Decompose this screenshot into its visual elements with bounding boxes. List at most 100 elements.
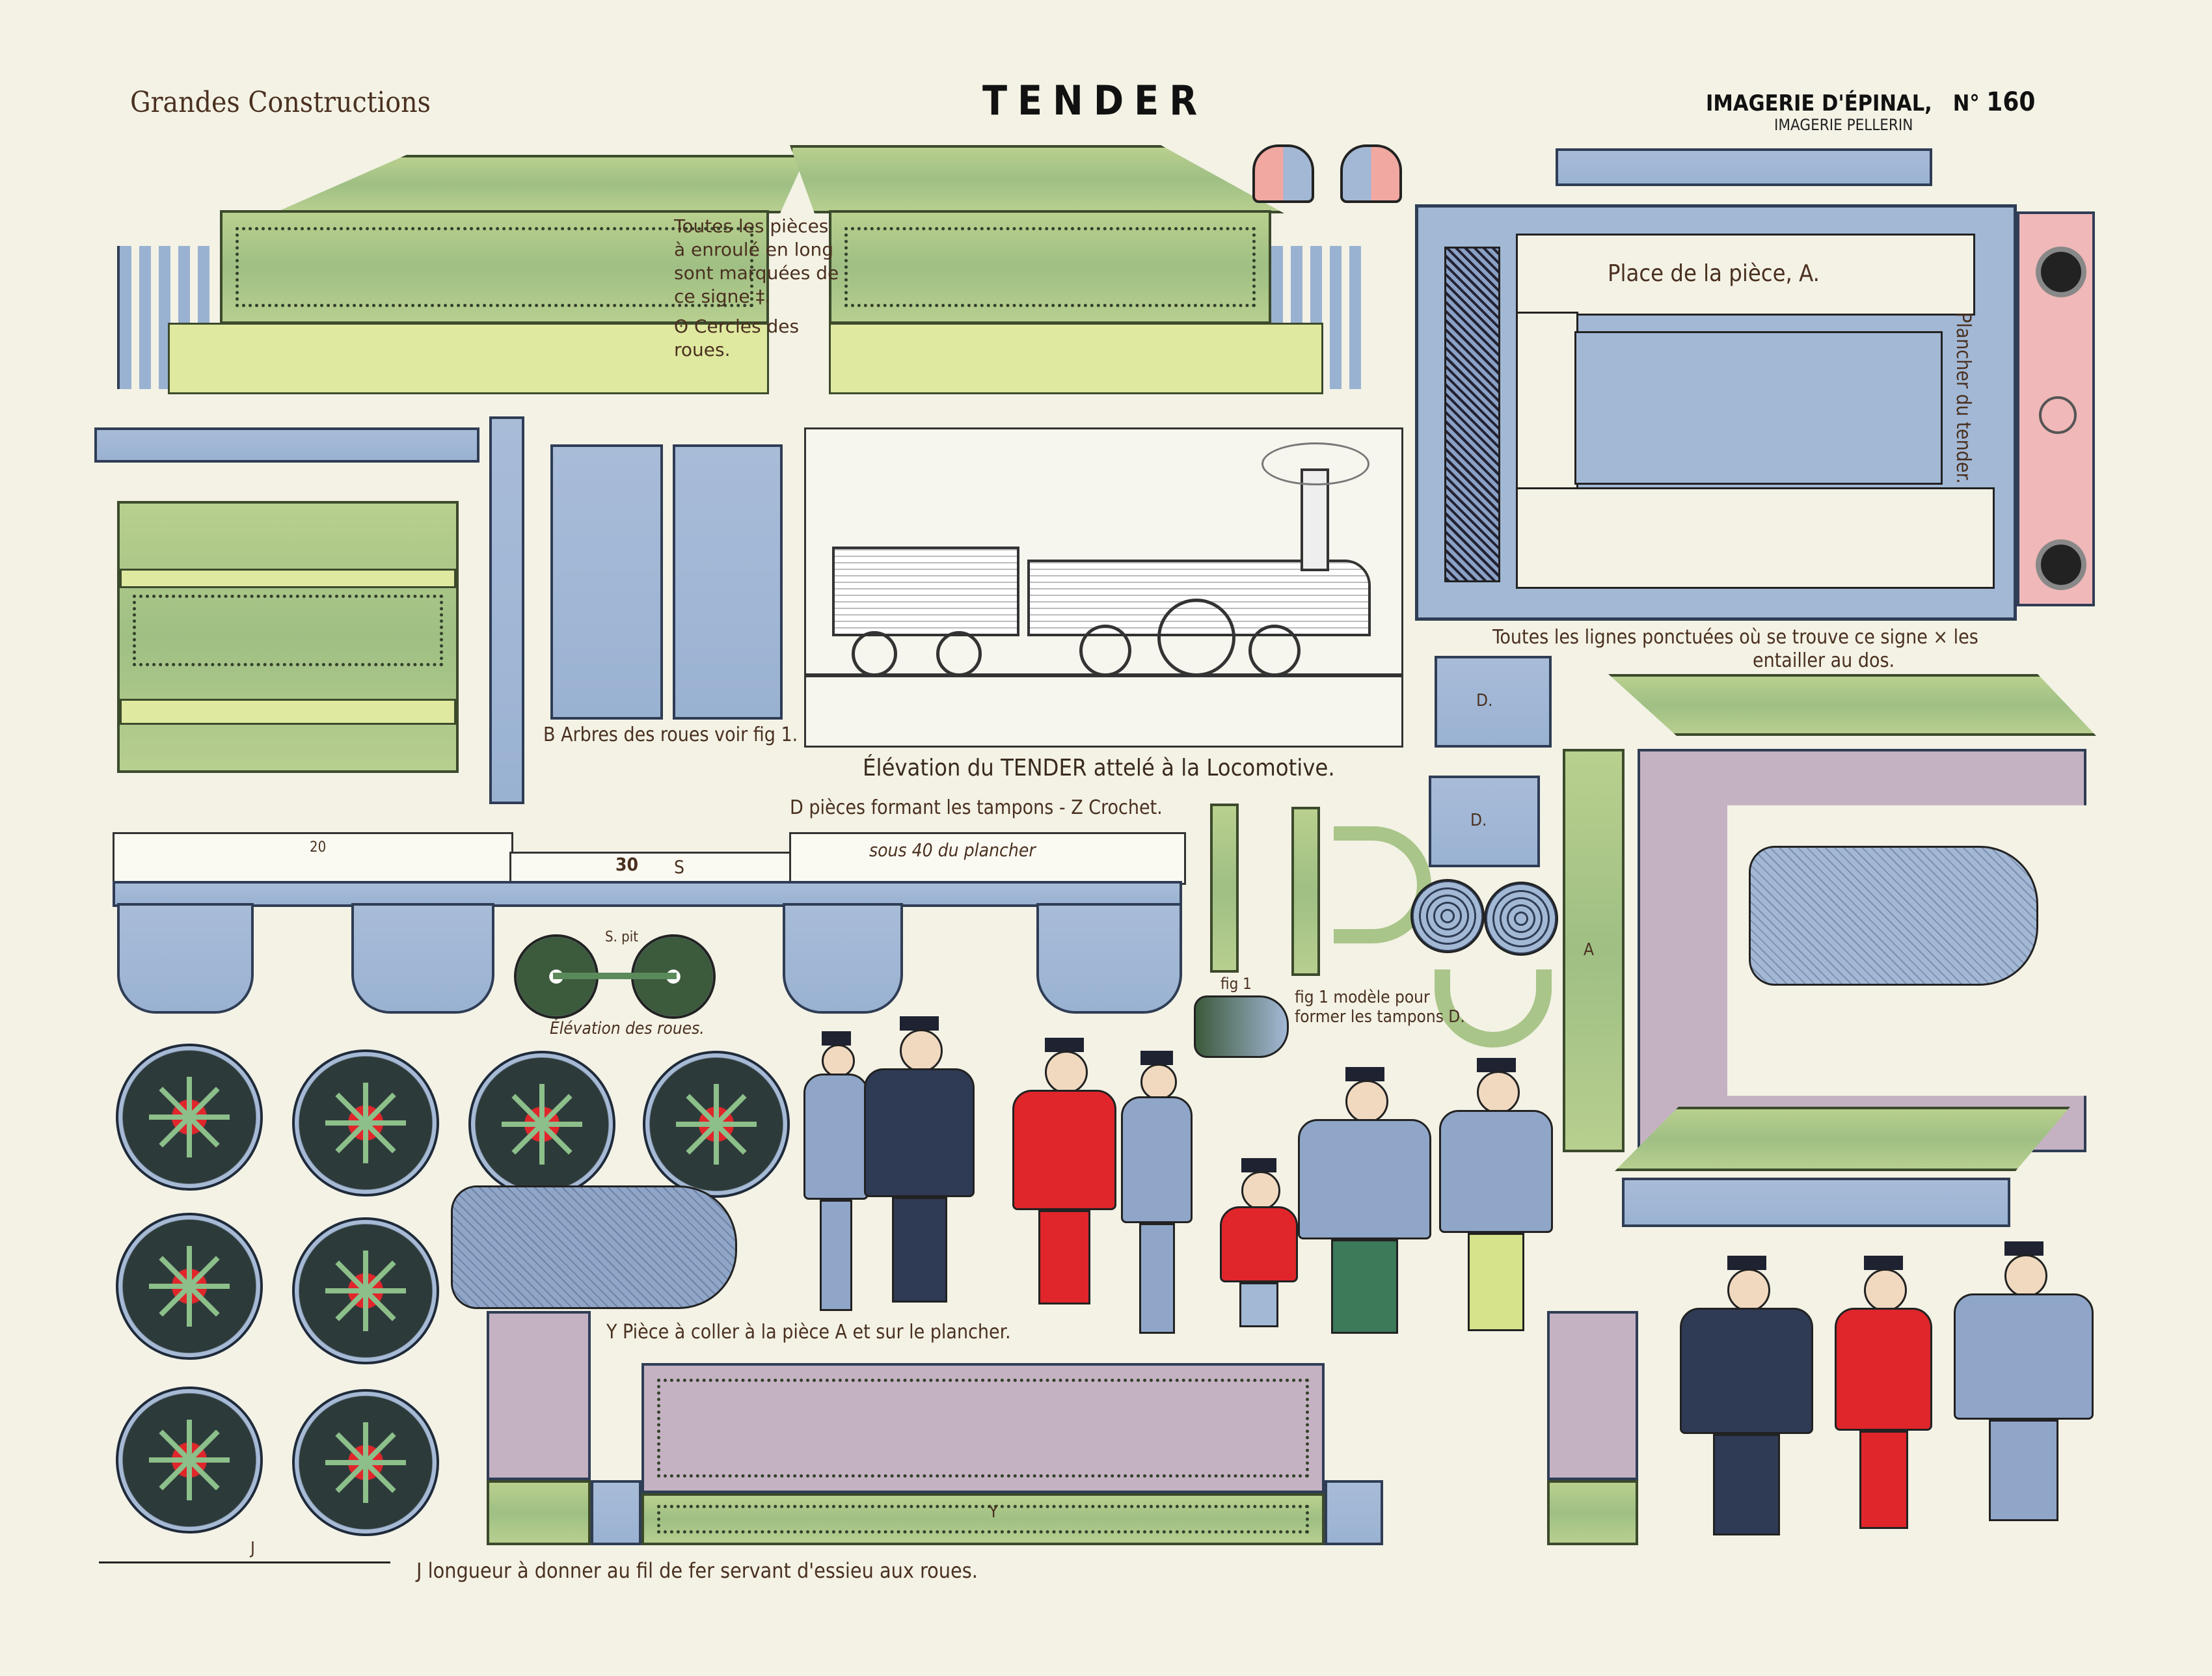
tampon-piece-d: D. [1429, 776, 1540, 867]
note-line: roues. [674, 339, 731, 360]
axle-box [1036, 903, 1182, 1014]
axles-note: B Arbres des roues voir fig 1. [543, 723, 798, 746]
plancher-label: Plancher du tender. [1952, 312, 1975, 484]
axle-panel-b [673, 444, 783, 720]
spoke [714, 1124, 719, 1165]
wheel-piece [643, 1051, 790, 1198]
tampon-model [1194, 995, 1289, 1058]
spoke [187, 1286, 192, 1327]
spit-label: S. pit [605, 929, 638, 945]
railing [117, 246, 217, 389]
tampons-note: D pièces formant les tampons - Z Crochet… [790, 796, 1163, 819]
label-j: J [250, 1539, 255, 1558]
head [1727, 1269, 1770, 1312]
note-line: fig 1 modèle pour [1295, 988, 1430, 1007]
number-label: N° [1952, 90, 1980, 116]
label-y: Y [989, 1502, 999, 1522]
spoke [364, 1461, 396, 1493]
hat [1345, 1067, 1384, 1081]
rail-drawing [806, 673, 1401, 677]
tampon-disc [1410, 879, 1485, 953]
bottom-strip [1622, 1178, 2010, 1227]
note-line: ʘ Cercles des [674, 316, 800, 337]
tender-side-left [117, 155, 807, 409]
wheel-drawing [1079, 625, 1131, 677]
label-a: A [1584, 940, 1594, 960]
j-length-line [99, 1561, 390, 1563]
paper-figure [864, 1016, 975, 1303]
head [900, 1029, 943, 1072]
tampon-strip [1210, 804, 1239, 973]
body [803, 1074, 869, 1200]
hat [900, 1016, 939, 1031]
axle-box [783, 903, 903, 1014]
fig1-note: fig 1 modèle pour former les tampons D. [1295, 988, 1465, 1027]
print-number: 160 [1986, 87, 2036, 117]
strip-piece [94, 427, 479, 463]
piece-y-strip: Y [487, 1304, 1643, 1552]
spoke [364, 1289, 396, 1321]
label-s: S [674, 856, 684, 878]
legs [1859, 1431, 1908, 1529]
spoke [187, 1284, 220, 1317]
hook-piece [1252, 144, 1314, 203]
note-line: sont marquées de [674, 262, 839, 284]
spoke [187, 1458, 220, 1491]
upper-panel [829, 210, 1271, 324]
spoke [540, 1122, 573, 1155]
hat [2004, 1241, 2043, 1256]
paper-figure [1439, 1058, 1553, 1331]
spoke [187, 1460, 192, 1500]
note-line: ce signe ‡. [674, 286, 771, 307]
hat [1476, 1058, 1516, 1072]
body [1439, 1110, 1553, 1233]
spoke [363, 1123, 368, 1163]
series-title: Grandes Constructions [130, 86, 431, 119]
body [1220, 1206, 1298, 1282]
label-d: D. [1470, 811, 1487, 830]
plancher-piece [1415, 204, 2017, 621]
lower-panel [168, 323, 769, 394]
head [1241, 1171, 1280, 1210]
place-area [1516, 234, 1975, 316]
publisher-line: IMAGERIE D'ÉPINAL, N° 160 [1706, 87, 2035, 117]
spoke [539, 1124, 545, 1165]
paper-figure [1220, 1158, 1298, 1327]
legs [1139, 1223, 1175, 1334]
wheel-piece [292, 1217, 439, 1364]
chimney-drawing [1301, 468, 1329, 571]
lying-paper-figure [451, 1185, 737, 1309]
tampon-disc [1484, 882, 1558, 956]
legs [891, 1197, 947, 1303]
axle-box [351, 903, 494, 1014]
note-line: à enroulé en long [674, 239, 834, 260]
body [1012, 1090, 1116, 1210]
paper-figure [1298, 1067, 1431, 1334]
head [1140, 1064, 1177, 1100]
hat [821, 1031, 851, 1046]
hat [1045, 1038, 1084, 1052]
tampon-strip [1291, 807, 1320, 976]
upper-panel [220, 210, 769, 324]
lying-paper-figure [1749, 846, 2038, 986]
fig1-label: fig 1 [1221, 975, 1252, 993]
axle-panel-b [550, 444, 663, 720]
wheel-piece [116, 1213, 263, 1360]
note-line: Toutes les pièces [674, 215, 829, 237]
spoke [363, 1463, 368, 1503]
paper-figure [1835, 1256, 1932, 1529]
legs [1467, 1233, 1525, 1331]
wheel-piece [116, 1044, 263, 1191]
wheel-piece [292, 1049, 439, 1196]
pink-end-piece [2017, 211, 2095, 606]
legs [1713, 1433, 1780, 1535]
label-d: D. [1476, 691, 1493, 710]
dotted-lines-note: Toutes les lignes ponctuées où se trouve… [1492, 626, 1978, 673]
hook-piece [1340, 144, 1402, 203]
spoke [714, 1122, 747, 1155]
tender-drawing [832, 547, 1019, 636]
elevation-caption: Élévation du TENDER attelé à la Locomoti… [863, 755, 1335, 781]
paper-figure [1954, 1241, 2094, 1521]
legs [820, 1199, 852, 1311]
